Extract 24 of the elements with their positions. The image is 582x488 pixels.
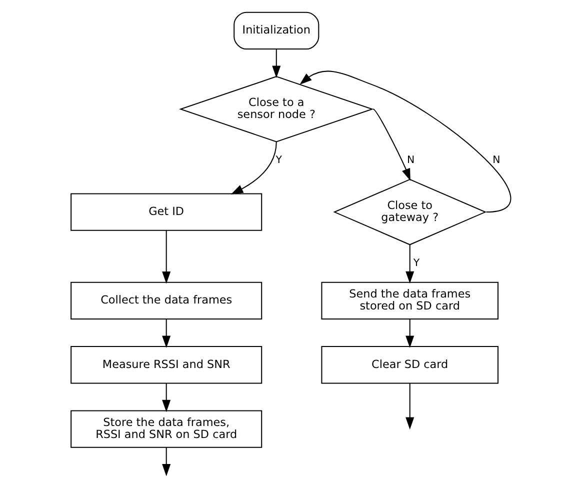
node-diamond: Close to a sensor node ? — [179, 76, 374, 142]
arrow — [300, 70, 511, 213]
arrow — [406, 319, 414, 348]
arrow — [230, 142, 277, 194]
node-box: Initialization — [234, 12, 320, 50]
node-box: Send the data frames stored on SD card — [321, 282, 498, 320]
node-box: Store the data frames, RSSI and SNR on SD card — [70, 410, 262, 448]
edge-label: N — [407, 155, 415, 166]
edge-label: Y — [276, 155, 282, 166]
node-box: Get ID — [70, 193, 262, 231]
edge-label: N — [492, 155, 500, 166]
arrow — [406, 244, 414, 284]
node-box: Collect the data frames — [70, 282, 262, 320]
arrow — [272, 49, 281, 78]
arrow — [162, 230, 171, 284]
arrow — [372, 108, 410, 181]
node-diamond: Close to gateway ? — [333, 178, 487, 246]
node-box: Clear SD card — [321, 346, 498, 384]
arrow — [406, 384, 414, 430]
arrow — [162, 448, 171, 476]
node-box: Measure RSSI and SNR — [70, 346, 262, 384]
arrow — [162, 319, 171, 348]
arrow — [162, 384, 171, 412]
edge-label: Y — [413, 258, 420, 270]
